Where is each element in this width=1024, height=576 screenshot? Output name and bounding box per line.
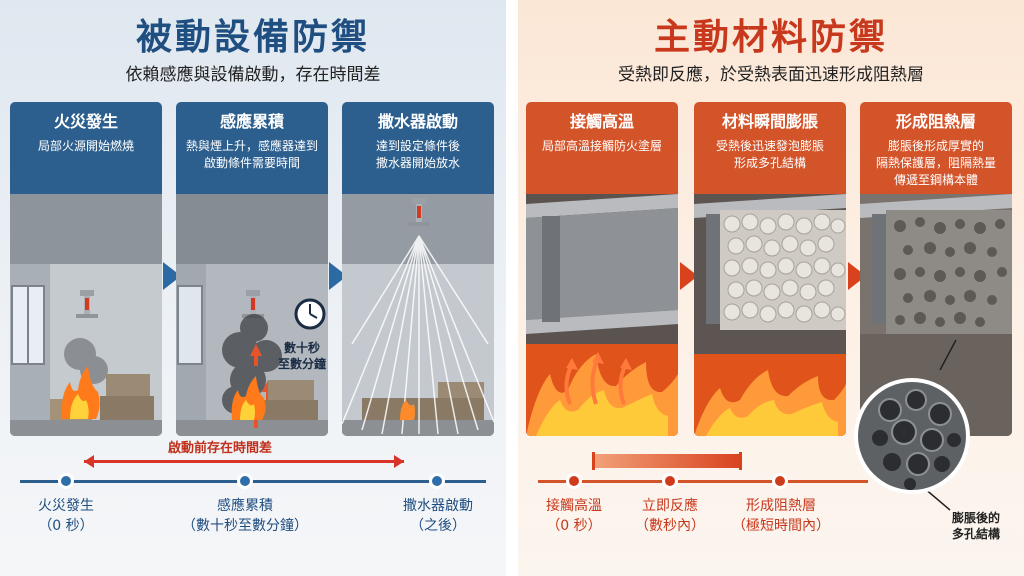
passive-panel-sensing: 感應累積 熱與煙上升，感應器達到 啟動條件需要時間 — [176, 102, 328, 436]
time-gap-label: 啟動前存在時間差 — [168, 441, 273, 456]
timeline-label: 立即反應 （數秒內） — [635, 498, 705, 534]
clock-label: 數十秒 至數分鐘 — [278, 341, 327, 371]
passive-subtitle: 依賴感應與設備啟動，存在時間差 — [125, 65, 381, 85]
foam-coating-icon — [720, 210, 846, 330]
timeline-label: 形成阻熱層 （極短時間內） — [732, 498, 830, 534]
fire-icon — [61, 366, 100, 419]
time-gap-bar — [84, 455, 404, 468]
panel-desc: 局部火源開始燃燒 — [37, 139, 134, 153]
passive-title: 被動設備防禦 — [135, 17, 370, 58]
panel-title: 接觸高溫 — [569, 112, 634, 131]
porous-structure-magnifier — [854, 340, 970, 511]
thermal-barrier-illustration — [860, 194, 1012, 436]
panel-title: 形成阻熱層 — [895, 112, 976, 131]
bar-tick — [592, 452, 595, 470]
section-divider — [506, 0, 518, 576]
active-title: 主動材料防禦 — [653, 17, 888, 58]
flame-icon — [536, 390, 668, 436]
window-icon — [177, 285, 203, 365]
active-subtitle: 受熱即反應，於受熱表面迅速形成阻熱層 — [618, 65, 924, 85]
coating-expansion-illustration — [694, 194, 846, 436]
active-panel-heat-contact: 接觸高溫 局部高溫接觸防火塗層 — [526, 102, 678, 436]
flame-icon — [706, 400, 838, 436]
porous-structure-label: 膨脹後的 多孔結構 — [952, 511, 1001, 541]
timeline-dot — [237, 473, 253, 489]
panel-title: 撒水器啟動 — [377, 112, 458, 131]
panel-title: 感應累積 — [219, 112, 284, 131]
panel-title: 材料瞬間膨脹 — [721, 112, 818, 131]
boxes-icon — [262, 380, 318, 420]
bar-tick — [739, 452, 742, 470]
timeline-label: 火災發生 （0 秒） — [38, 498, 94, 534]
timeline-dot — [662, 473, 678, 489]
timeline-dot — [566, 473, 582, 489]
sprinkler-spray-illustration — [342, 194, 494, 436]
active-panel-expansion: 材料瞬間膨脹 受熱後迅速發泡膨脹 形成多孔結構 — [694, 102, 846, 436]
room-fire-illustration — [10, 194, 162, 436]
active-defense-section: 主動材料防禦 受熱即反應，於受熱表面迅速形成阻熱層 接觸高溫 局部高溫接觸防火塗… — [518, 0, 1024, 576]
passive-panel-sprinkler-active: 撒水器啟動 達到設定條件後 撒水器開始放水 — [342, 102, 494, 436]
timeline-dot — [772, 473, 788, 489]
sprinkler-icon — [76, 290, 98, 318]
panel-desc: 局部高溫接觸防火塗層 — [541, 139, 662, 153]
porous-layer-icon — [886, 210, 1012, 334]
timeline-label: 撒水器啟動 （之後） — [403, 498, 473, 534]
active-timeline — [538, 480, 868, 483]
active-panel-thermal-barrier: 形成阻熱層 膨脹後形成厚實的 隔熱保護層，阻隔熱量 傳遞至鋼構本體 — [860, 102, 1012, 436]
fire-icon — [400, 400, 415, 420]
smoke-icon — [64, 338, 108, 384]
water-spray-icon — [342, 235, 494, 435]
steel-beam-icon — [526, 194, 678, 334]
sprinkler-icon — [408, 198, 430, 226]
panel-desc: 膨脹後形成厚實的 隔熱保護層，阻隔熱量 傳遞至鋼構本體 — [875, 139, 996, 187]
panel-desc: 熱與煙上升，感應器達到 啟動條件需要時間 — [185, 139, 318, 170]
timeline-label: 接觸高溫 （0 秒） — [546, 498, 602, 534]
panel-desc: 受熱後迅速發泡膨脹 形成多孔結構 — [715, 139, 824, 170]
fire-icon — [231, 376, 266, 420]
panel-title: 火災發生 — [53, 112, 118, 131]
steel-beam-heat-illustration — [526, 194, 678, 436]
smoke-rising-illustration — [176, 194, 328, 436]
instant-response-bar — [592, 454, 742, 468]
passive-defense-section: 被動設備防禦 依賴感應與設備啟動，存在時間差 火災發生 局部火源開始燃燒 — [0, 0, 506, 576]
panel-desc: 達到設定條件後 撒水器開始放水 — [375, 139, 460, 170]
timeline-dot — [58, 473, 74, 489]
passive-panel-fire-start: 火災發生 局部火源開始燃燒 — [10, 102, 162, 436]
clock-icon — [294, 298, 326, 330]
timeline-label: 感應累積 （數十秒至數分鐘） — [182, 498, 308, 534]
flow-arrow-icon — [680, 262, 698, 290]
timeline-dot — [429, 473, 445, 489]
passive-timeline — [20, 480, 486, 483]
